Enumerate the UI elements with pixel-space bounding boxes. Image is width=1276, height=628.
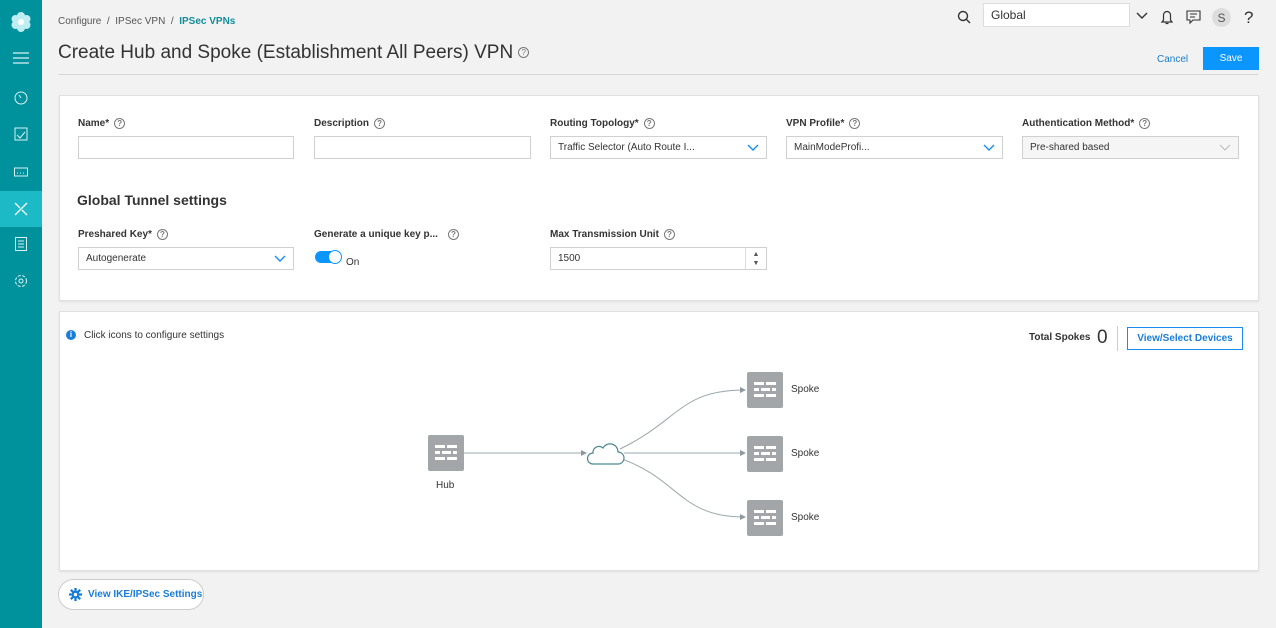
crumb-ipsec-vpns: IPSec VPNs (179, 16, 236, 27)
scope-select[interactable]: Global (983, 3, 1130, 27)
unique-key-toggle[interactable] (315, 250, 342, 264)
avatar[interactable]: S (1212, 8, 1231, 27)
toggle-state: On (346, 257, 360, 268)
view-select-devices-button[interactable]: View/Select Devices (1127, 327, 1243, 350)
tunnel-heading: Global Tunnel settings (77, 192, 227, 208)
help-icon[interactable]: ? (447, 229, 459, 240)
help-menu-icon[interactable]: ? (1244, 8, 1254, 27)
auth-method-select: Pre-shared based (1022, 136, 1239, 159)
total-spokes-label: Total Spokes (1029, 332, 1091, 343)
diagram-card (59, 311, 1259, 571)
messages-icon[interactable] (1186, 10, 1201, 28)
spoke-firewall-icon[interactable] (747, 500, 783, 536)
chevron-down-icon (983, 144, 995, 151)
breadcrumb: Configure / IPSec VPN / IPSec VPNs (58, 16, 236, 27)
help-icon[interactable]: ? (663, 229, 675, 240)
spoke-firewall-icon[interactable] (747, 372, 783, 408)
mtu-input[interactable]: 1500▲▼ (550, 247, 767, 270)
cancel-button[interactable]: Cancel (1157, 54, 1189, 65)
chevron-down-icon (747, 144, 759, 151)
page-title: Create Hub and Spoke (Establishment All … (58, 42, 530, 64)
help-icon[interactable]: ? (1139, 118, 1151, 129)
mtu-label: Max Transmission Unit? (550, 229, 675, 240)
menu-icon[interactable] (0, 40, 42, 76)
spoke-firewall-icon[interactable] (747, 436, 783, 472)
ike-button-label: View IKE/IPSec Settings (88, 589, 203, 600)
chevron-down-icon (274, 255, 286, 262)
vpn-profile-label: VPN Profile*? (786, 118, 861, 129)
logo-icon (0, 4, 42, 40)
sidebar (0, 0, 42, 628)
vpn-profile-select[interactable]: MainModeProfi... (786, 136, 1003, 159)
description-input[interactable] (314, 136, 531, 159)
separator (1117, 326, 1118, 351)
chevron-down-icon (1219, 144, 1231, 151)
name-label: Name*? (78, 118, 126, 129)
scope-value: Global (991, 8, 1026, 22)
configure-icon[interactable] (0, 191, 42, 227)
name-input[interactable] (78, 136, 294, 159)
help-icon[interactable]: ? (114, 118, 126, 129)
hub-firewall-icon[interactable] (428, 435, 464, 471)
search-icon[interactable] (957, 10, 971, 27)
page-title-text: Create Hub and Spoke (Establishment All … (58, 42, 514, 63)
routing-topology-select[interactable]: Traffic Selector (Auto Route I... (550, 136, 767, 159)
spoke-label: Spoke (791, 512, 820, 523)
save-button[interactable]: Save (1203, 47, 1259, 70)
settings-icon[interactable] (0, 263, 42, 299)
crumb-ipsec-vpn[interactable]: IPSec VPN (115, 16, 166, 27)
chevron-down-icon[interactable] (1136, 11, 1148, 23)
preshared-key-select[interactable]: Autogenerate (78, 247, 294, 270)
help-icon[interactable]: ? (849, 118, 861, 129)
divider (58, 74, 1258, 75)
unique-key-label: Generate a unique key p...? (314, 229, 459, 240)
info-text: Click icons to configure settings (84, 330, 225, 341)
reports-icon[interactable] (0, 226, 42, 262)
links (464, 387, 746, 520)
dashboard-icon[interactable] (0, 80, 42, 116)
help-icon[interactable]: ? (156, 229, 168, 240)
mtu-stepper[interactable]: ▲▼ (745, 248, 766, 269)
info-icon: i (66, 330, 76, 340)
crumb-configure[interactable]: Configure (58, 16, 102, 27)
cloud-icon (586, 443, 625, 465)
routing-label: Routing Topology*? (550, 118, 655, 129)
bell-icon[interactable] (1160, 9, 1174, 28)
view-ike-settings-button[interactable]: View IKE/IPSec Settings (58, 579, 204, 610)
preshared-label: Preshared Key*? (78, 229, 168, 240)
help-icon[interactable]: ? (374, 118, 386, 129)
help-icon[interactable]: ? (643, 118, 655, 129)
spoke-label: Spoke (791, 448, 820, 459)
auth-method-label: Authentication Method*? (1022, 118, 1151, 129)
total-spokes-count: 0 (1097, 327, 1108, 348)
description-label: Description? (314, 118, 386, 129)
devices-icon[interactable] (0, 154, 42, 190)
gear-icon (68, 587, 83, 602)
monitor-icon[interactable] (0, 116, 42, 152)
help-icon[interactable]: ? (518, 47, 530, 59)
hub-label: Hub (436, 480, 455, 491)
spoke-label: Spoke (791, 384, 820, 395)
